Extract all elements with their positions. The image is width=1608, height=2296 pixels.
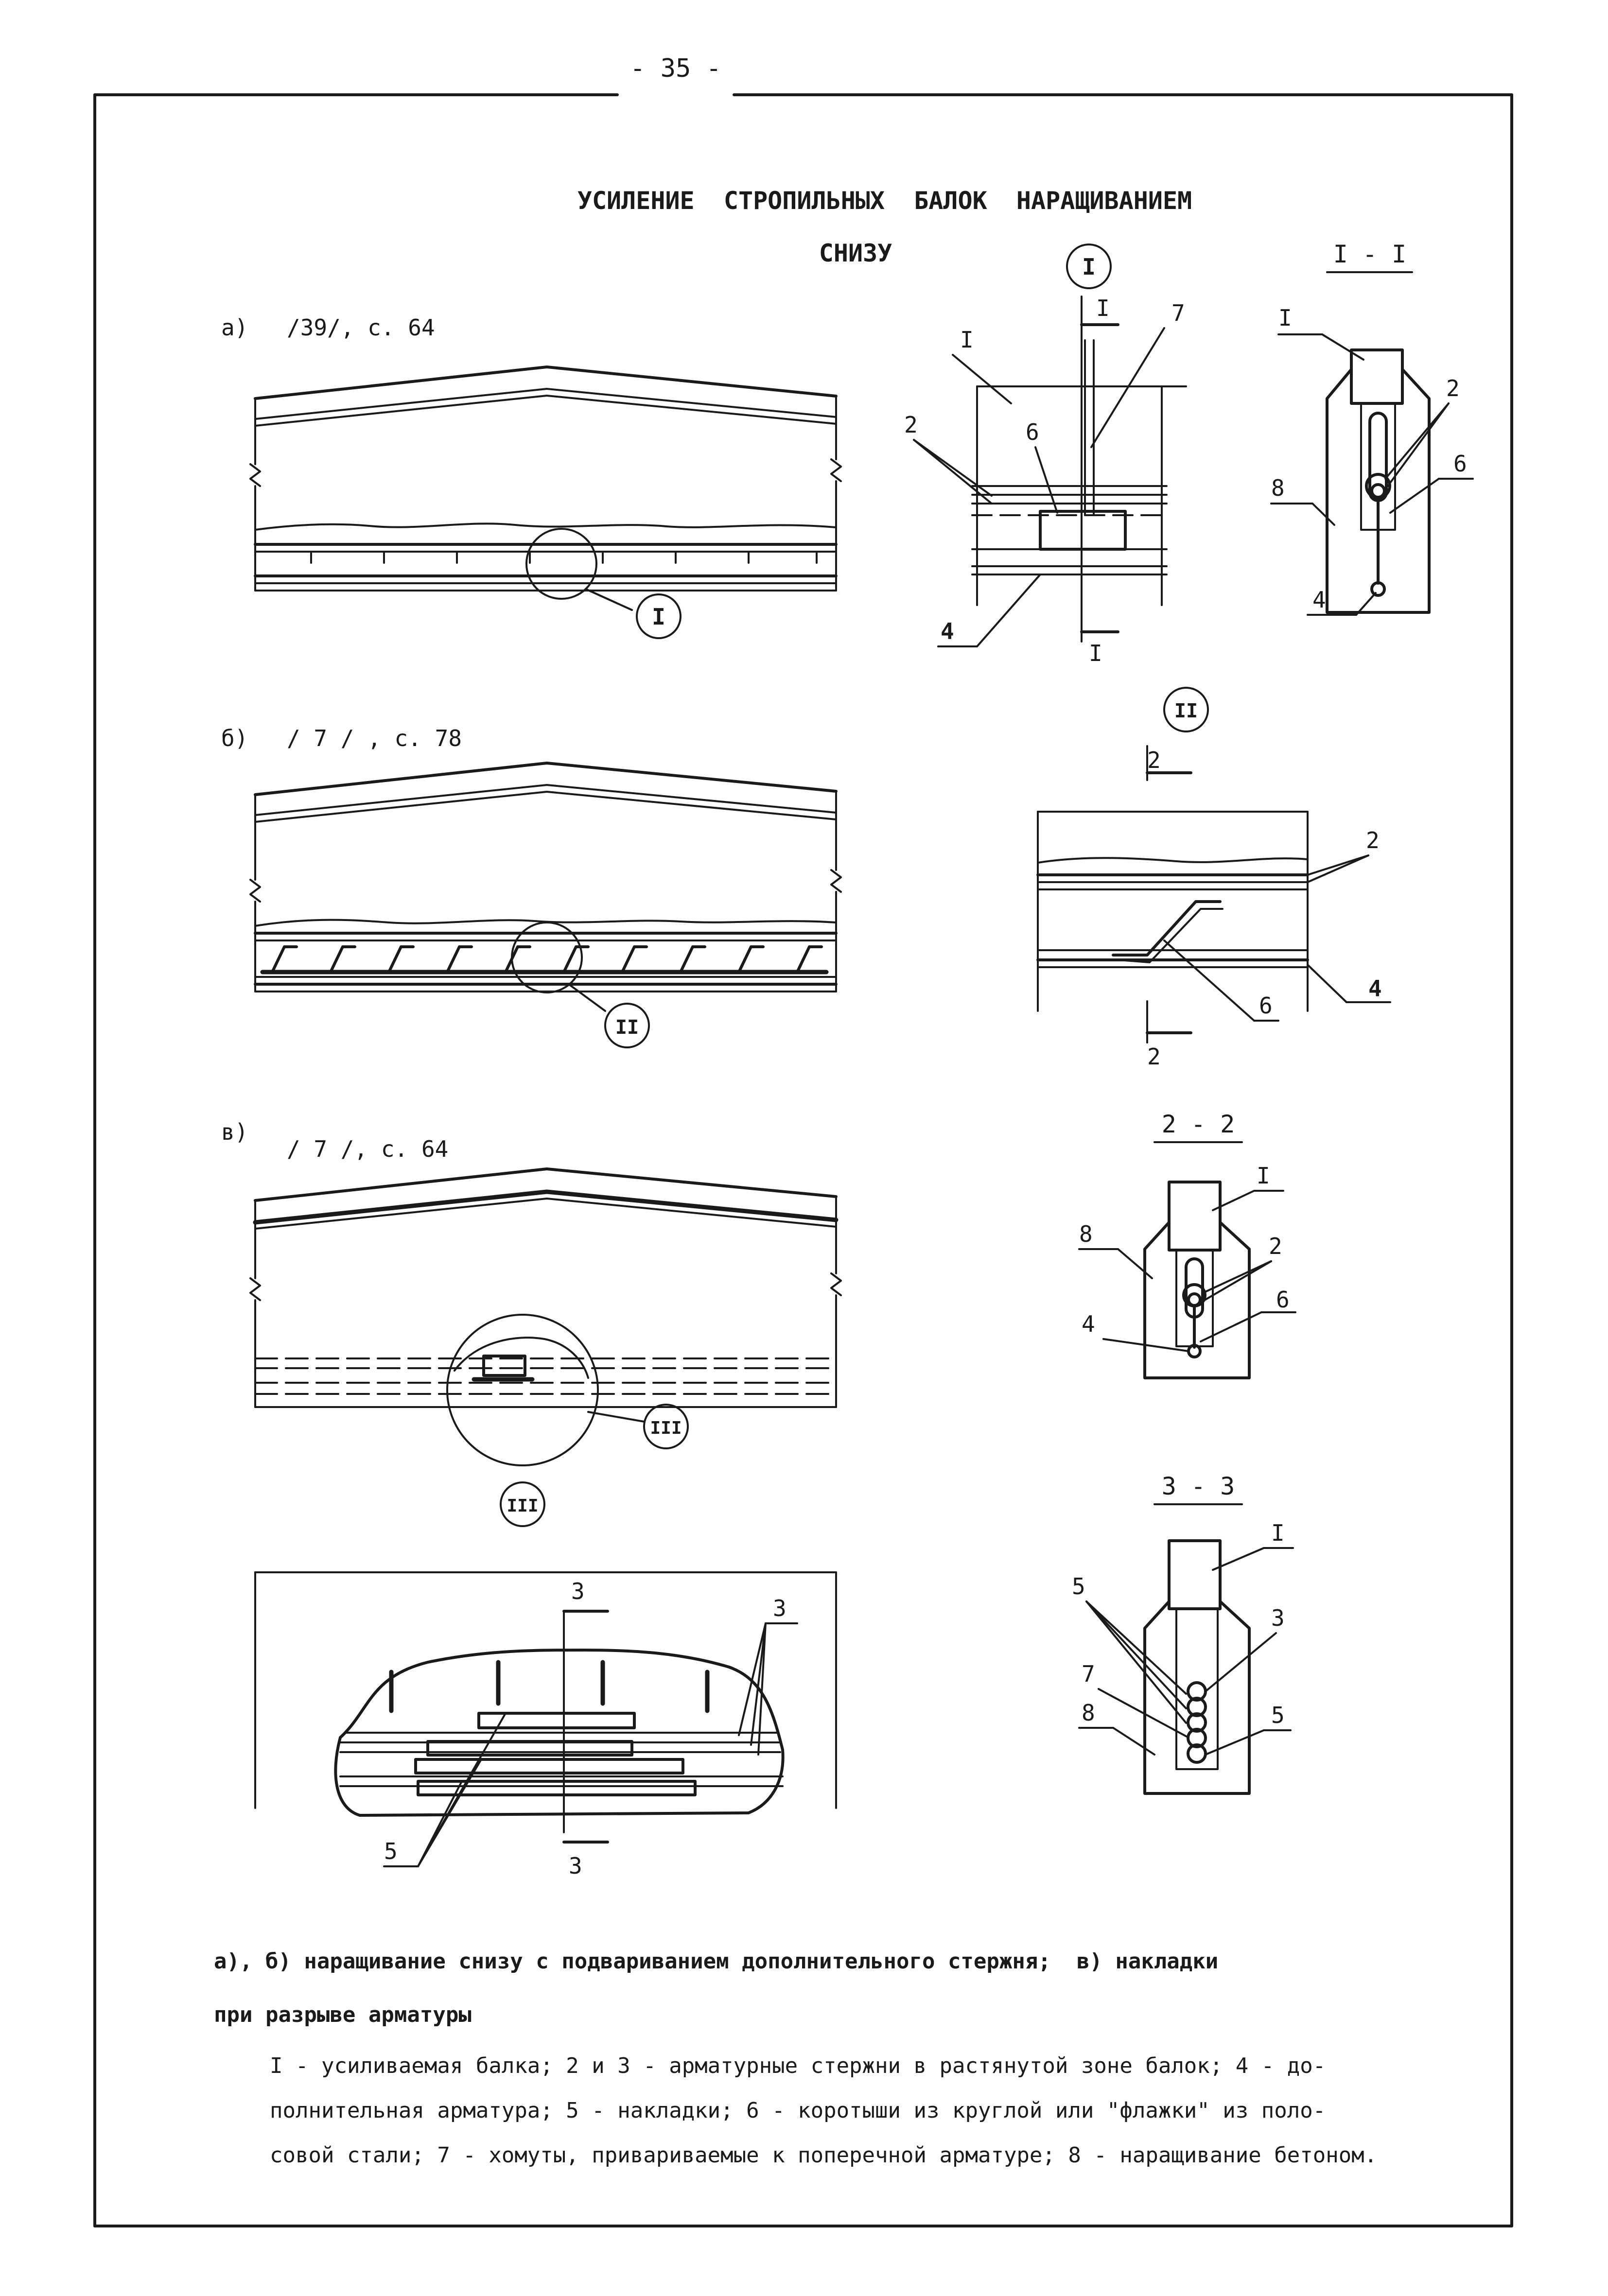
node-I-detail: I I I I 7 2 6 4 <box>904 244 1187 666</box>
variant-a-key: а) <box>221 314 248 341</box>
page-frame <box>93 93 1513 2227</box>
mark-6-nodeII: 6 <box>1259 992 1273 1019</box>
beam-c: III <box>249 1167 842 1466</box>
caption-line-1: а), б) наращивание снизу с подвариванием… <box>214 1939 1478 1984</box>
section-2-2-label: 2 - 2 <box>1162 1110 1235 1138</box>
variant-c-ref: / 7 /, с. 64 <box>287 1136 448 1162</box>
cut-3-bottom: 3 <box>569 1853 582 1879</box>
variant-c-key: в) <box>221 1119 248 1145</box>
section-I-I-label: I - I <box>1333 240 1407 268</box>
node-III-detail: III 3 3 3 5 <box>254 1481 837 1879</box>
mark-7-detail: 7 <box>1171 300 1185 326</box>
node-callout-b: II <box>615 1016 639 1039</box>
mark-2-sec2: 2 <box>1269 1233 1282 1259</box>
mark-6-sec2: 6 <box>1276 1287 1290 1313</box>
mark-4-detail: 4 <box>941 618 954 644</box>
section-2-2: 2 - 2 I 2 6 8 4 <box>1078 1110 1296 1379</box>
mark-5-nodeIII: 5 <box>384 1838 398 1864</box>
mark-5-sec3-top: 5 <box>1072 1573 1085 1600</box>
node-callout-c: III <box>650 1418 682 1438</box>
node-II-detail: II 2 2 4 6 2 <box>1036 687 1391 1070</box>
mark-4-sec1: 4 <box>1312 587 1326 613</box>
legend-line-3: совой стали; 7 - хомуты, привариваемые к… <box>270 2143 1378 2168</box>
section-3-3-label: 3 - 3 <box>1162 1472 1235 1500</box>
cut-2-bottom: 2 <box>1147 1044 1161 1070</box>
mark-2-sec1: 2 <box>1446 375 1460 401</box>
beam-b: II <box>249 762 842 1048</box>
mark-6-sec1: 6 <box>1453 451 1467 477</box>
caption-line-1a: а), б) наращивание снизу с подвариванием… <box>214 1949 1051 1974</box>
mark-8-sec2: 8 <box>1079 1221 1093 1247</box>
page-number: - 35 - <box>630 54 721 83</box>
mark-2-nodeII: 2 <box>1366 827 1380 853</box>
mark-2-detail: 2 <box>904 412 918 438</box>
mark-3-nodeIII: 3 <box>773 1595 787 1621</box>
node-I-label: I <box>1082 254 1096 280</box>
cut-3-top: 3 <box>571 1578 585 1604</box>
mark-I-sec2: I <box>1257 1163 1270 1189</box>
node-callout-a: I <box>652 604 665 630</box>
section-3-3: 3 - 3 I 5 3 7 8 5 <box>1072 1472 1294 1795</box>
mark-3-sec3: 3 <box>1271 1605 1285 1631</box>
node-II-label: II <box>1174 700 1198 722</box>
variant-b-key: б) <box>221 725 248 751</box>
variant-a-ref: /39/, с. 64 <box>287 314 435 341</box>
mark-5-sec3-right: 5 <box>1271 1702 1285 1728</box>
variant-b-ref: / 7 / , с. 78 <box>287 725 462 751</box>
mark-I-sec1: I <box>1278 305 1292 331</box>
title-line-1: УСИЛЕНИЕ СТРОПИЛЬНЫХ БАЛОК НАРАЩИВАНИЕМ <box>577 187 1192 215</box>
beam-a: I <box>249 365 842 639</box>
cut-I-bottom: I <box>1089 640 1102 666</box>
mark-6-detail: 6 <box>1026 419 1039 445</box>
caption-line-1b: в) накладки <box>1076 1949 1219 1974</box>
caption-line-2: при разрыве арматуры <box>214 2002 472 2027</box>
mark-8-sec1: 8 <box>1271 475 1285 501</box>
cut-2-top: 2 <box>1147 747 1161 773</box>
title-line-2: СНИЗУ <box>819 239 892 267</box>
legend-line-1: I - усиливаемая балка; 2 и 3 - арматурны… <box>270 2053 1326 2078</box>
node-III-label: III <box>507 1496 538 1516</box>
mark-8-sec3: 8 <box>1082 1700 1095 1726</box>
mark-7-sec3: 7 <box>1082 1661 1095 1687</box>
legend-line-2: полнительная арматура; 5 - накладки; 6 -… <box>270 2098 1326 2123</box>
section-I-I: I - I I 2 6 8 4 <box>1270 240 1474 616</box>
cut-I-top: I <box>1096 295 1110 321</box>
mark-4-nodeII: 4 <box>1368 975 1382 1002</box>
mark-I-sec3: I <box>1271 1520 1285 1546</box>
mark-4-sec2: 4 <box>1082 1311 1095 1337</box>
mark-I-detail: I <box>960 327 974 353</box>
